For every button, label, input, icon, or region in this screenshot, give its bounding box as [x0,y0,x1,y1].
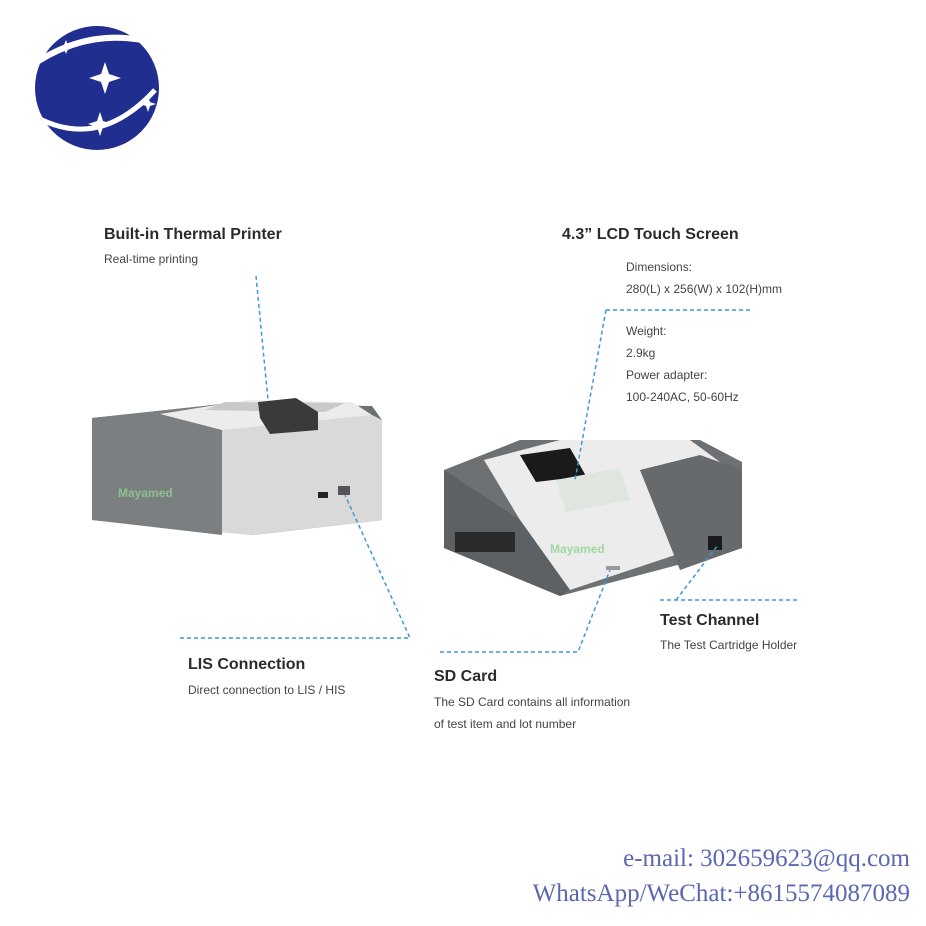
lis-title: LIS Connection [188,656,306,673]
printer-subtitle: Real-time printing [104,252,199,266]
specs-block-2: Weight: 2.9kg Power adapter: 100-240AC, … [626,320,739,408]
printer-title: Built-in Thermal Printer [104,226,282,243]
weight-label: Weight: [626,324,667,338]
lis-subtitle: Direct connection to LIS / HIS [188,683,346,697]
power-value: 100-240AC, 50-60Hz [626,390,739,404]
sd-line2: of test item and lot number [434,717,577,731]
dimensions-value: 280(L) x 256(W) x 102(H)mm [626,282,783,296]
device-right-illustration [444,440,742,596]
channel-subtitle: The Test Cartridge Holder [660,638,798,652]
contact-email: e-mail: 302659623@qq.com [623,845,910,872]
channel-title: Test Channel [660,612,760,629]
watermark-right: Mayamed [550,542,605,556]
dimensions-label: Dimensions: [626,260,693,274]
weight-value: 2.9kg [626,346,656,360]
specs-block: Dimensions: 280(L) x 256(W) x 102(H)mm [626,256,782,300]
sd-line1: The SD Card contains all information [434,695,631,709]
contact-whatsapp: WhatsApp/WeChat:+8615574087089 [532,880,910,907]
lcd-title: 4.3” LCD Touch Screen [562,226,739,243]
power-label: Power adapter: [626,368,708,382]
sd-title: SD Card [434,668,498,685]
watermark-left: Mayamed [118,486,173,500]
device-left-illustration [92,398,382,535]
